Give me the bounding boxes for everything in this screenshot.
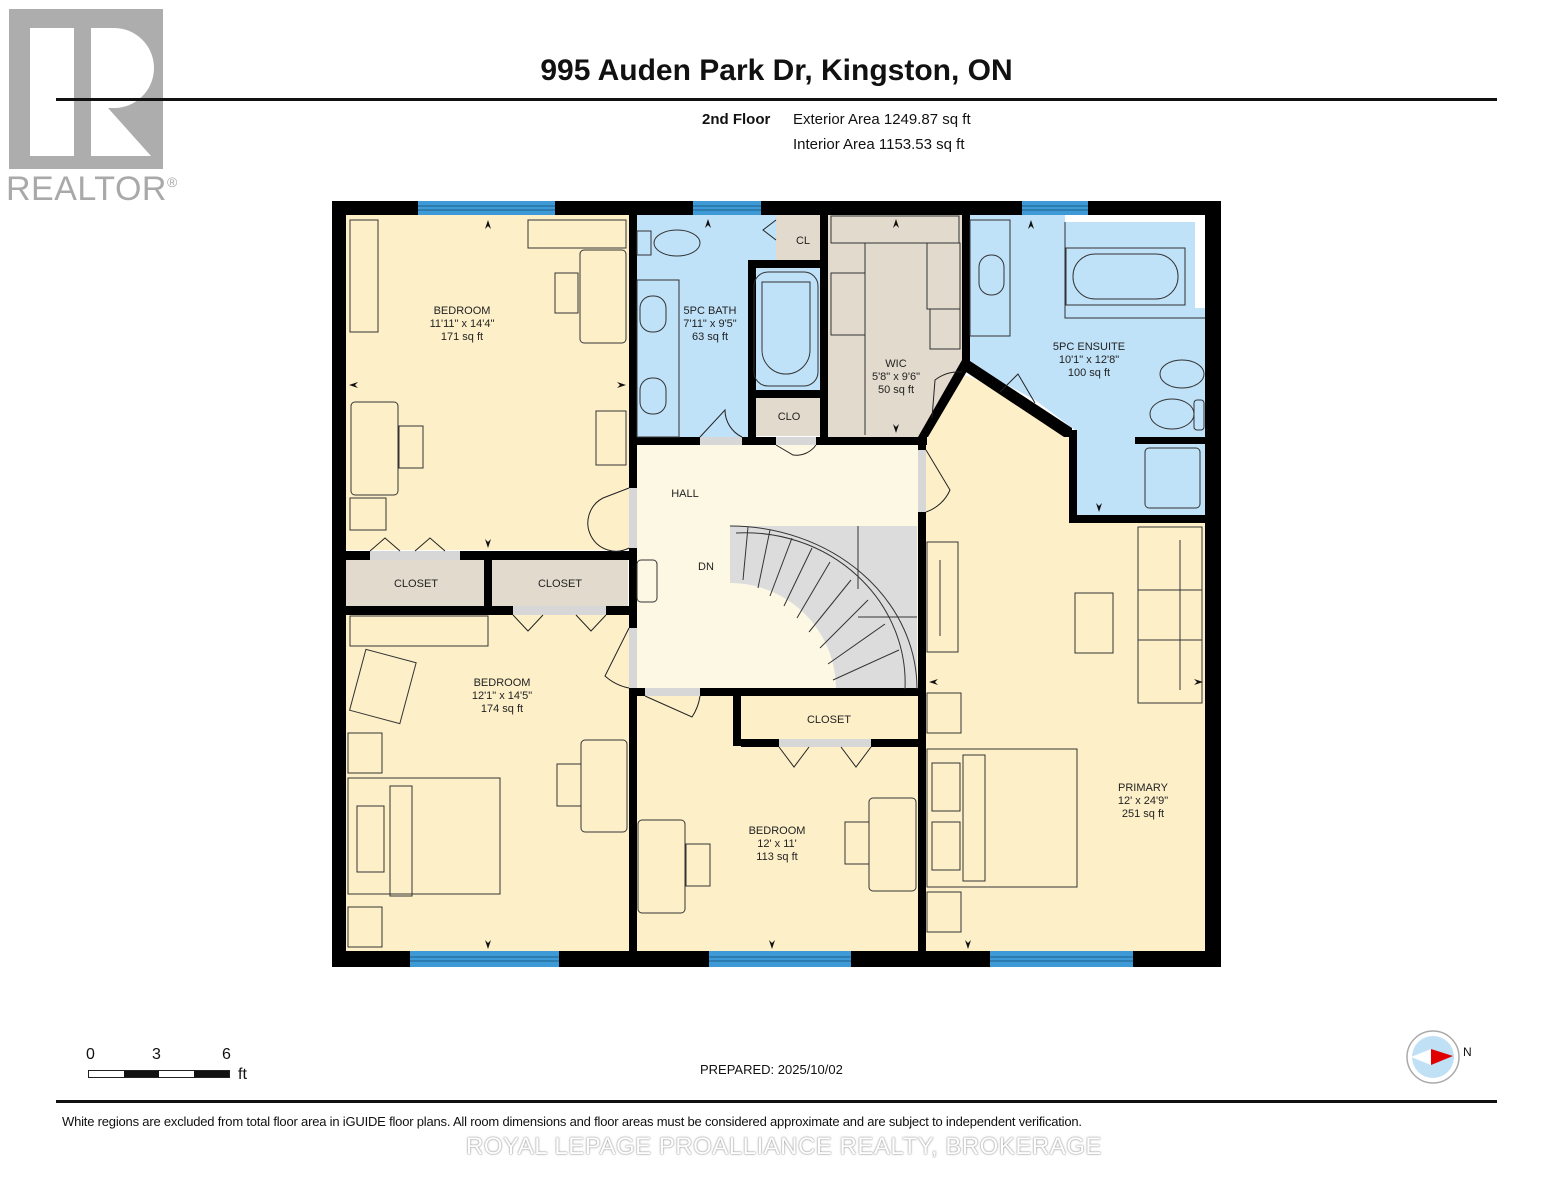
realtor-logo-text: REALTOR® <box>6 170 178 208</box>
header-divider <box>56 98 1497 101</box>
door-swings <box>369 219 1036 768</box>
label-closet-2: CLOSET <box>538 578 582 590</box>
svg-text:50 sq ft: 50 sq ft <box>878 384 914 396</box>
svg-text:251 sq ft: 251 sq ft <box>1122 808 1164 820</box>
svg-text:12' x 11': 12' x 11' <box>757 838 796 850</box>
svg-text:BEDROOM: BEDROOM <box>749 825 806 837</box>
svg-text:BEDROOM: BEDROOM <box>474 677 531 689</box>
svg-text:5PC ENSUITE: 5PC ENSUITE <box>1053 341 1125 353</box>
label-cl: CL <box>796 235 810 247</box>
floor-label: 2nd Floor <box>702 111 771 128</box>
north-compass-icon: N <box>1405 1029 1475 1090</box>
svg-text:63 sq ft: 63 sq ft <box>692 331 728 343</box>
svg-text:113 sq ft: 113 sq ft <box>756 851 797 863</box>
page-title: 995 Auden Park Dr, Kingston, ON <box>540 54 1013 87</box>
disclaimer: White regions are excluded from total fl… <box>62 1114 1082 1129</box>
scale-tick-6: 6 <box>222 1046 231 1063</box>
compass-label: N <box>1463 1045 1472 1059</box>
door-openings <box>370 437 926 747</box>
room-label-bedroom-1: BEDROOM 11'11" x 14'4" 171 sq ft <box>430 305 495 343</box>
svg-text:174 sq ft: 174 sq ft <box>481 703 523 715</box>
label-clo: CLO <box>778 411 801 423</box>
svg-text:7'11" x 9'5": 7'11" x 9'5" <box>683 318 736 330</box>
room-fills <box>346 215 1205 951</box>
room-label-bedroom-2: BEDROOM 12'1" x 14'5" 174 sq ft <box>472 677 532 715</box>
svg-text:PRIMARY: PRIMARY <box>1118 782 1169 794</box>
footer-divider <box>56 1100 1497 1103</box>
room-label-primary: PRIMARY 12' x 24'9" 251 sq ft <box>1118 782 1169 820</box>
room-label-5pc-bath: 5PC BATH 7'11" x 9'5" 63 sq ft <box>683 305 736 343</box>
window-lines <box>410 205 1133 962</box>
svg-text:11'11" x 14'4": 11'11" x 14'4" <box>430 318 495 330</box>
scale-unit: ft <box>238 1066 247 1083</box>
svg-text:12' x 24'9": 12' x 24'9" <box>1118 795 1168 807</box>
prepared-date: PREPARED: 2025/10/02 <box>700 1062 843 1077</box>
svg-text:10'1" x 12'8": 10'1" x 12'8" <box>1059 354 1119 366</box>
exterior-area: Exterior Area 1249.87 sq ft <box>793 111 971 128</box>
scale-bar: 0 3 6 ft <box>86 1046 266 1086</box>
svg-text:5PC BATH: 5PC BATH <box>684 305 737 317</box>
brokerage-watermark: ROYAL LEPAGE PROALLIANCE REALTY, BROKERA… <box>466 1133 1102 1160</box>
room-label-wic: WIC 5'8" x 9'6" 50 sq ft <box>872 358 920 396</box>
room-label-5pc-ensuite: 5PC ENSUITE 10'1" x 12'8" 100 sq ft <box>1053 341 1125 379</box>
furniture <box>347 215 1205 948</box>
room-label-bedroom-3: BEDROOM 12' x 11' 113 sq ft <box>749 825 806 863</box>
svg-text:171 sq ft: 171 sq ft <box>441 331 483 343</box>
svg-text:12'1" x 14'5": 12'1" x 14'5" <box>472 690 532 702</box>
svg-text:5'8" x 9'6": 5'8" x 9'6" <box>872 371 920 383</box>
svg-text:100 sq ft: 100 sq ft <box>1068 367 1110 379</box>
svg-text:WIC: WIC <box>885 358 906 370</box>
realtor-logo-icon <box>9 9 163 169</box>
svg-text:BEDROOM: BEDROOM <box>434 305 491 317</box>
windows <box>410 201 1133 967</box>
scale-tick-0: 0 <box>86 1046 95 1063</box>
scale-tick-3: 3 <box>152 1046 161 1063</box>
interior-area: Interior Area 1153.53 sq ft <box>793 136 965 153</box>
label-closet-3: CLOSET <box>807 714 851 726</box>
dimension-arrows <box>349 219 1203 949</box>
label-closet-1: CLOSET <box>394 578 438 590</box>
label-hall: HALL <box>671 488 699 500</box>
label-dn: DN <box>698 561 714 573</box>
